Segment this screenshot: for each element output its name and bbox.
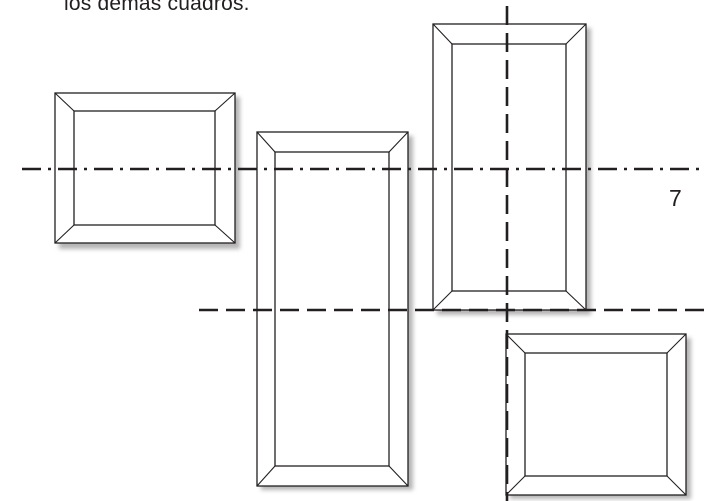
frame-tall-right bbox=[432, 23, 591, 315]
frame-top-left bbox=[54, 92, 240, 249]
frame-bottom-right bbox=[505, 333, 691, 499]
page-number: 7 bbox=[669, 185, 682, 211]
frame-tall-center bbox=[256, 131, 413, 490]
caption-text: los demás cuadros. bbox=[64, 0, 250, 15]
